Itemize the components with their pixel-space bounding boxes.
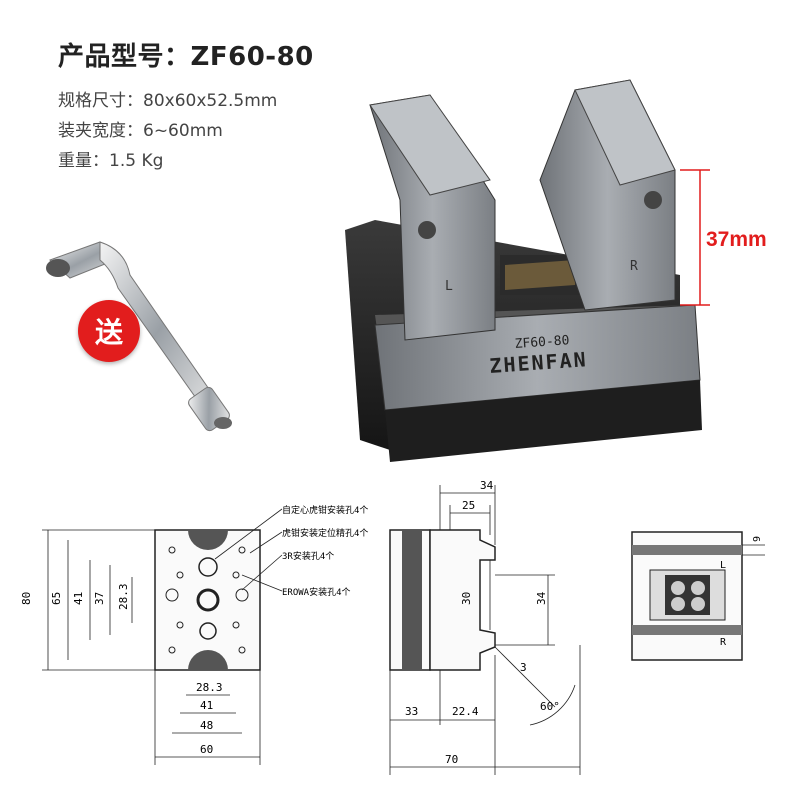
front-label-right: R <box>720 637 727 648</box>
dim-3: 3 <box>520 661 527 674</box>
jaw-right-label: R <box>630 259 638 274</box>
note-3r-holes: 3R安装孔4个 <box>282 550 334 562</box>
dim-65: 65 <box>50 592 63 605</box>
jaw-left-label: L <box>445 279 453 294</box>
jaw-height-dimension: 37mm <box>706 228 767 251</box>
vise-model-engraving: ZF60-80 <box>514 333 570 352</box>
front-label-left: L <box>720 560 726 571</box>
vise-photo: ZF60-80 ZHENFAN L R <box>345 79 710 462</box>
product-model-title: 产品型号：ZF60-80 <box>58 42 314 72</box>
dim-28-3-h: 28.3 <box>196 681 223 694</box>
dim-30: 30 <box>460 592 473 605</box>
dim-37: 37 <box>93 592 106 605</box>
note-locating-holes: 虎钳安装定位精孔4个 <box>282 527 368 539</box>
note-self-centering-holes: 自定心虎钳安装孔4个 <box>282 504 368 516</box>
drawing-side-view: 34 25 30 34 3 33 22.4 60° 70 <box>389 479 581 775</box>
dim-60-degree: 60° <box>540 700 560 713</box>
dim-41-h: 41 <box>200 699 213 712</box>
wrench-image <box>46 241 232 432</box>
dim-22-4: 22.4 <box>452 705 479 718</box>
dim-33: 33 <box>405 705 418 718</box>
spec-clamp-width: 装夹宽度：6~60mm <box>58 121 223 141</box>
dim-28-3-v: 28.3 <box>117 584 130 611</box>
dim-41-v: 41 <box>72 592 85 605</box>
dim-60: 60 <box>200 743 213 756</box>
drawing-top-view: 80 65 41 37 28.3 28.3 41 48 60 自定心虎钳安装孔4… <box>20 504 368 765</box>
dim-80: 80 <box>20 592 33 605</box>
dim-48: 48 <box>200 719 213 732</box>
dim-34-top: 34 <box>480 479 494 492</box>
drawing-front-view: L R 9 <box>631 531 765 661</box>
spec-dimensions: 规格尺寸：80x60x52.5mm <box>58 91 278 111</box>
spec-weight: 重量：1.5 Kg <box>58 151 164 171</box>
dim-25: 25 <box>462 499 475 512</box>
dim-34-side: 34 <box>535 591 548 605</box>
gift-badge: 送 <box>78 300 140 362</box>
dim-9: 9 <box>752 536 763 542</box>
dim-70: 70 <box>445 753 458 766</box>
note-erowa-holes: EROWA安装孔4个 <box>282 586 351 598</box>
